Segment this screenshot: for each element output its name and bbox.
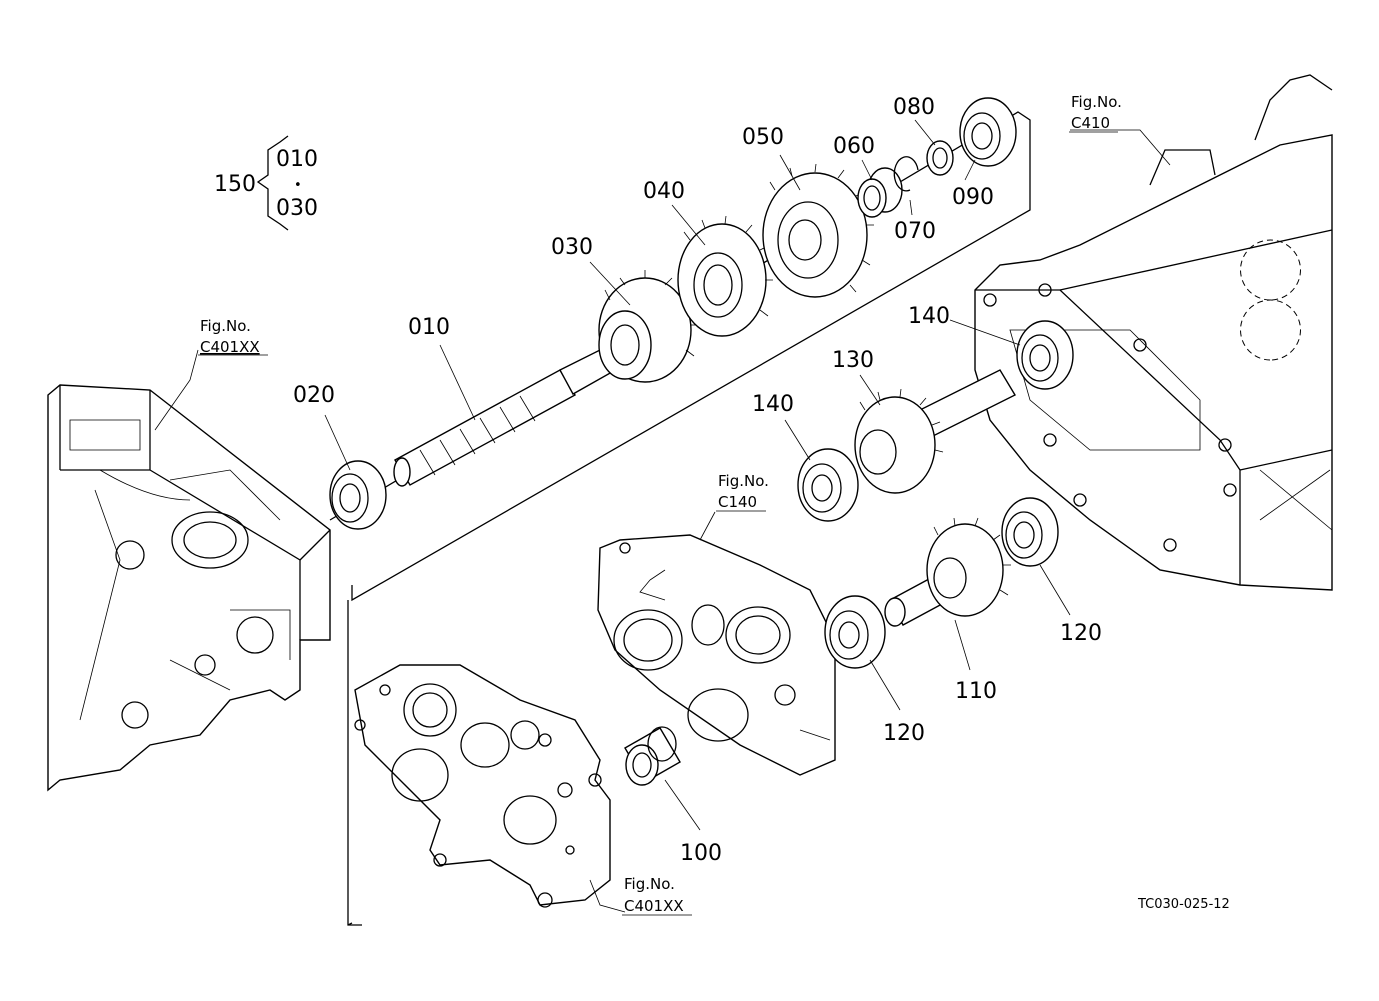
part-010-shaft <box>393 349 613 487</box>
assembly-number: 150 <box>214 172 256 197</box>
part-050-gear <box>762 163 874 298</box>
label-110: 110 <box>955 679 997 704</box>
lower-group-frame-edge <box>347 922 353 926</box>
label-010: 010 <box>408 315 450 340</box>
label-080: 080 <box>893 95 935 120</box>
figref-middle-plate-label: Fig.No. <box>718 472 769 490</box>
label-120-left: 120 <box>883 721 925 746</box>
part-090-bearing <box>959 97 1017 167</box>
figref-front-plate-number: C401XX <box>624 897 684 915</box>
upper-shaft-frame <box>329 111 1031 602</box>
part-120-bearing-right <box>1001 497 1059 567</box>
assembly-member-010: 010 <box>276 147 318 172</box>
label-090: 090 <box>952 185 994 210</box>
figref-front-plate-label: Fig.No. <box>624 875 675 893</box>
assembly-separator: • <box>294 178 302 193</box>
part-020-bearing <box>329 460 387 530</box>
part-030-gear <box>598 270 698 383</box>
figref-left-case-label: Fig.No. <box>200 317 251 335</box>
label-130: 130 <box>832 348 874 373</box>
figref-right-case-number: C410 <box>1071 114 1110 132</box>
figref-left-case-number: C401XX <box>200 338 260 356</box>
part-140-bearing-left <box>797 448 859 522</box>
lower-group-frame <box>347 600 362 926</box>
label-120-right: 120 <box>1060 621 1102 646</box>
label-140-left: 140 <box>752 392 794 417</box>
part-080-washer <box>926 140 954 176</box>
leader-lines <box>154 119 1171 913</box>
label-030: 030 <box>551 235 593 260</box>
assembly-member-030: 030 <box>276 196 318 221</box>
label-040: 040 <box>643 179 685 204</box>
label-060: 060 <box>833 134 875 159</box>
right-transmission-case <box>974 74 1333 591</box>
label-140-right: 140 <box>908 304 950 329</box>
drawing-code: TC030-025-12 <box>1137 897 1230 912</box>
middle-gear-plate <box>597 534 836 776</box>
part-100-needle-bearing <box>624 726 681 786</box>
label-020: 020 <box>293 383 335 408</box>
label-070: 070 <box>894 219 936 244</box>
assembly-bracket <box>256 135 289 231</box>
part-130-gear-shaft <box>854 369 1016 494</box>
part-110-gear-shaft <box>884 517 1011 627</box>
part-060-needle-bearing <box>857 167 903 218</box>
part-140-bearing-right <box>1016 320 1074 390</box>
part-120-bearing-left <box>824 595 886 669</box>
left-transmission-case <box>47 384 331 792</box>
figref-middle-plate-number: C140 <box>718 493 757 511</box>
label-100: 100 <box>680 841 722 866</box>
label-050: 050 <box>742 125 784 150</box>
figref-right-case-label: Fig.No. <box>1071 93 1122 111</box>
part-040-gear <box>677 215 773 337</box>
part-070-snap-ring <box>893 156 919 192</box>
front-cover-plate <box>354 664 611 908</box>
